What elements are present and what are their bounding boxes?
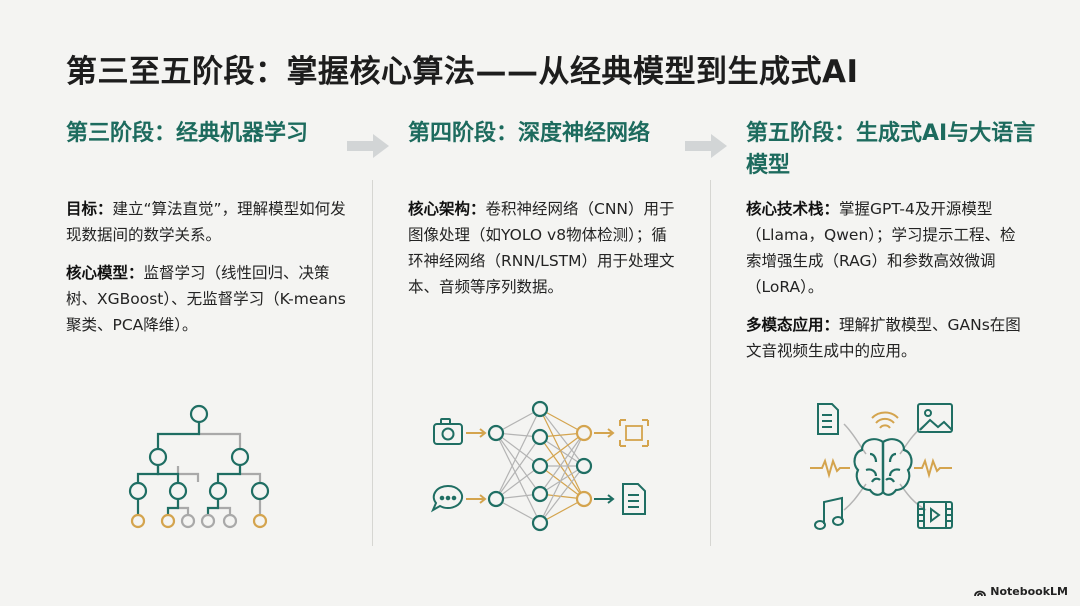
stage4-architecture-label: 核心架构： (408, 200, 486, 218)
stage4-heading: 第四阶段：深度神经网络 (408, 121, 651, 146)
nn-edge (539, 465, 585, 500)
nn-edge (539, 436, 585, 500)
document-icon (817, 403, 839, 435)
nn-edge (495, 432, 541, 495)
stage3-column: 第三阶段：经典机器学习 目标：建立“算法直觉”，理解模型如何发现数据间的数学关系… (66, 118, 356, 334)
nn-edge (539, 408, 585, 467)
nn-node (575, 490, 593, 508)
nn-edge (539, 408, 585, 434)
divider-1 (372, 180, 373, 546)
image-icon (917, 403, 953, 433)
speech-bubble-icon (430, 484, 464, 513)
stage4-architecture-text: 卷积神经网络（CNN）用于图像处理（如YOLO v8物体检测）；循环神经网络（R… (408, 200, 675, 296)
brand-watermark: NotebookLM (974, 585, 1068, 598)
video-icon (917, 501, 953, 529)
nn-edge (495, 408, 541, 434)
stage5-column: 第五阶段：生成式AI与大语言模型 核心技术栈：掌握GPT-4及开源模型（Llam… (746, 118, 1036, 360)
stage5-multimodal-text: 理解扩散模型、GANs在图文音视频生成中的应用。 (746, 316, 1021, 360)
document-icon (622, 483, 646, 515)
waveform-left-icon (810, 457, 850, 479)
nn-edge (495, 432, 541, 467)
stage3-models-text: 监督学习（线性回归、决策树、XGBoost）、无监督学习（K-means聚类、P… (66, 264, 346, 334)
stage3-goal-text: 建立“算法直觉”，理解模型如何发现数据间的数学关系。 (66, 200, 346, 244)
nn-edge (539, 432, 585, 495)
nn-edge (539, 436, 585, 467)
stage4-column: 第四阶段：深度神经网络 核心架构：卷积神经网络（CNN）用于图像处理（如YOLO… (408, 118, 698, 296)
nn-edge (495, 432, 541, 524)
signal-waves-icon (871, 411, 899, 429)
arrow-right-icon (683, 131, 729, 165)
nn-node (487, 424, 505, 442)
nn-edge (495, 436, 541, 500)
stage3-goal-label: 目标： (66, 200, 113, 218)
nn-edge (539, 408, 585, 500)
nn-node (531, 485, 549, 503)
nn-node (575, 424, 593, 442)
nn-node (487, 490, 505, 508)
stage3-goal: 目标：建立“算法直觉”，理解模型如何发现数据间的数学关系。 (66, 196, 346, 248)
nn-edge (539, 432, 585, 467)
neural-network-icon (428, 398, 658, 542)
stage3-models: 核心模型：监督学习（线性回归、决策树、XGBoost）、无监督学习（K-mean… (66, 260, 346, 338)
notebooklm-logo-icon (974, 590, 987, 596)
camera-icon (433, 418, 463, 445)
divider-2 (710, 180, 711, 546)
brain-icon (853, 438, 913, 496)
waveform-right-icon (914, 457, 952, 479)
brand-name: NotebookLM (990, 585, 1068, 598)
stage5-stack: 核心技术栈：掌握GPT-4及开源模型（Llama，Qwen）；学习提示工程、检索… (746, 196, 1028, 300)
stage5-multimodal-label: 多模态应用： (746, 316, 840, 334)
music-note-icon (814, 496, 844, 530)
nn-node (531, 400, 549, 418)
nn-edge (539, 465, 585, 495)
decision-tree-icon (122, 400, 282, 539)
stage5-stack-label: 核心技术栈： (746, 200, 840, 218)
nn-edge (539, 498, 585, 524)
nn-edge (495, 498, 541, 524)
stage3-heading: 第三阶段：经典机器学习 (66, 121, 309, 146)
stage5-heading: 第五阶段：生成式AI与大语言模型 (746, 121, 1036, 178)
stage4-architecture: 核心架构：卷积神经网络（CNN）用于图像处理（如YOLO v8物体检测）；循环神… (408, 196, 680, 300)
multimodal-brain-icon (808, 398, 958, 542)
nn-edge (539, 432, 585, 524)
arrow-right-icon (345, 131, 391, 165)
nn-node (575, 457, 593, 475)
stage3-models-label: 核心模型： (66, 264, 144, 282)
nn-edge (495, 465, 541, 500)
stage5-multimodal: 多模态应用：理解扩散模型、GANs在图文音视频生成中的应用。 (746, 312, 1028, 364)
slide-title: 第三至五阶段：掌握核心算法——从经典模型到生成式AI (66, 54, 859, 90)
stage5-stack-text: 掌握GPT-4及开源模型（Llama，Qwen）；学习提示工程、检索增强生成（R… (746, 200, 1016, 296)
nn-node (531, 428, 549, 446)
nn-node (531, 514, 549, 532)
nn-edge (539, 465, 585, 524)
nn-node (531, 457, 549, 475)
nn-edge (495, 408, 541, 500)
image-frame-icon (619, 419, 649, 447)
